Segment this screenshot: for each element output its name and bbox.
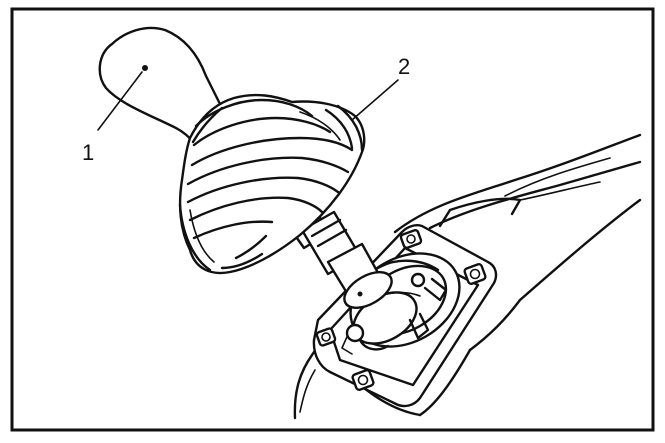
console-body: [293, 133, 642, 420]
callout-2: 2: [351, 54, 410, 121]
callout-1: 1: [82, 71, 143, 165]
bolt-bottom: [351, 369, 375, 391]
figure-frame: [10, 7, 655, 432]
callout-label-2: 2: [398, 54, 410, 79]
bolt-right: [463, 263, 487, 285]
bolt-top: [399, 228, 423, 250]
callout-label-1: 1: [82, 140, 94, 165]
bolt-left: [315, 327, 337, 347]
rubber-boot: [178, 93, 366, 275]
